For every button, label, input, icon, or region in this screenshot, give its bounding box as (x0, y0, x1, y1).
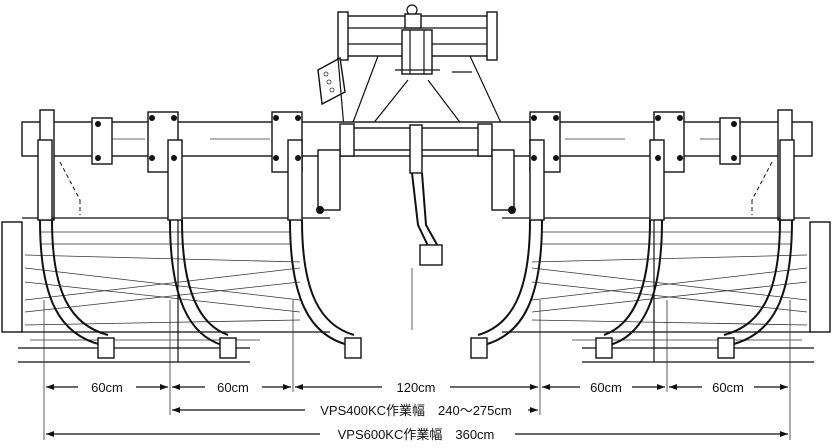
spacing-right-inner-label: 60cm (590, 380, 622, 395)
dimension-vps400-width (172, 407, 538, 413)
dimension-row-spacing (46, 384, 788, 390)
dimension-vps600-width (46, 431, 788, 437)
bolts (95, 115, 737, 214)
right-shank-outer (717, 139, 795, 359)
vps400-width-label: VPS400KC作業幅 240～275cm (320, 403, 511, 418)
right-shank-center (470, 111, 561, 359)
left-shank-outer (37, 139, 115, 359)
top-hitch-frame (317, 4, 503, 141)
dimension-extension-lines (43, 300, 791, 440)
left-shank-inner (147, 111, 237, 362)
left-shank-center (271, 111, 362, 359)
spacing-right-outer-label: 60cm (712, 380, 744, 395)
center-gauge-shank (409, 124, 443, 330)
spacing-left-outer-label: 60cm (91, 380, 123, 395)
right-shank-inner (595, 111, 685, 362)
spacing-center-label: 120cm (396, 380, 435, 395)
right-side-frame (502, 109, 831, 363)
spacing-left-inner-label: 60cm (217, 380, 249, 395)
vps600-width-label: VPS600KC作業幅 360cm (338, 427, 495, 442)
